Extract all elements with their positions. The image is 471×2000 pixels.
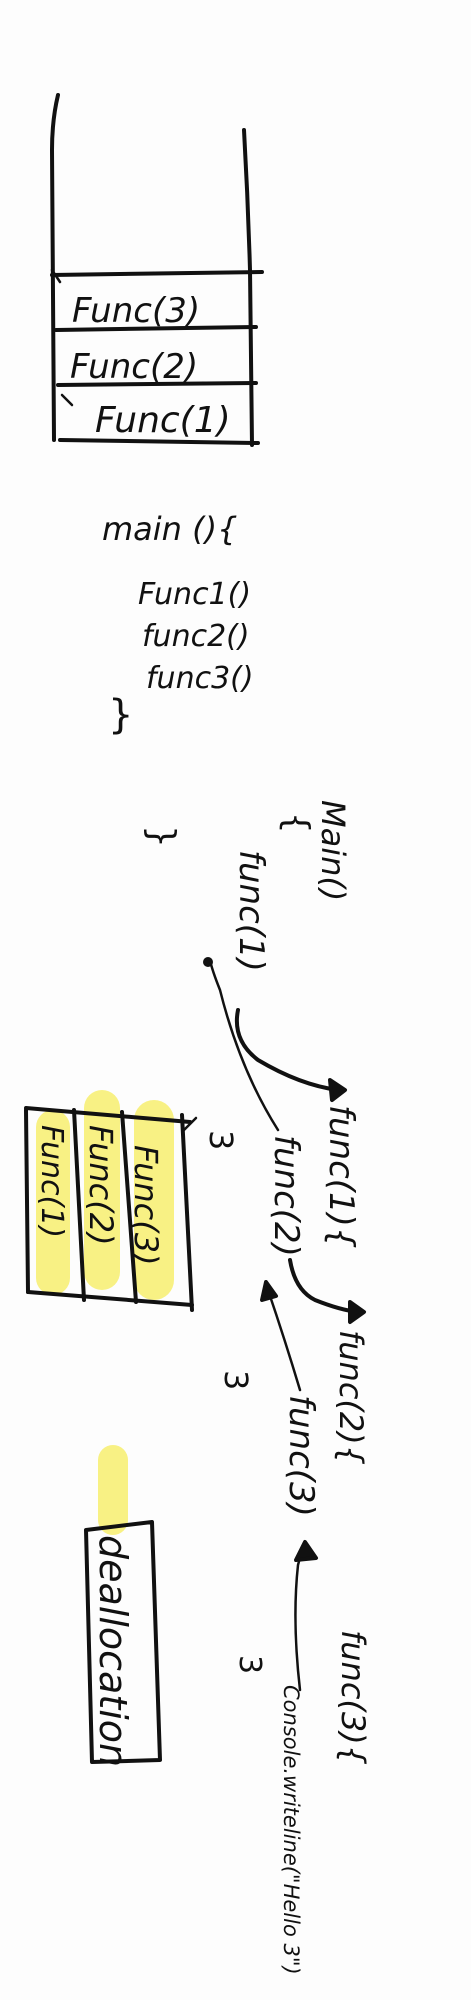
func1-header: func(1){ bbox=[321, 1105, 361, 1249]
highlight-func1 bbox=[36, 1110, 70, 1295]
main-function-close: } bbox=[108, 692, 133, 738]
highlight-func3 bbox=[134, 1100, 174, 1300]
main-header-rotated: Main() bbox=[314, 800, 352, 901]
stack-frame-label: Func(1) bbox=[95, 400, 231, 441]
deallocation-box bbox=[84, 1520, 162, 1764]
func2-header: func(2){ bbox=[332, 1330, 370, 1465]
stack-tick-2 bbox=[60, 393, 74, 407]
stack-divider-3 bbox=[56, 381, 258, 387]
call-arrowhead-1 bbox=[328, 1078, 347, 1102]
func3-close: 3 bbox=[232, 1655, 267, 1674]
deallocation-label: deallocation bbox=[91, 1535, 135, 1767]
stack-top-tick bbox=[182, 1116, 198, 1132]
stack-right-wall bbox=[242, 128, 254, 447]
func1-close: 3 bbox=[202, 1130, 240, 1150]
stack-outer-left bbox=[24, 1108, 30, 1294]
stack-bottom bbox=[58, 438, 260, 445]
stack-outer-bottom bbox=[26, 1290, 194, 1307]
return-arrow-1 bbox=[208, 958, 280, 1132]
main-call-line: func3() bbox=[146, 661, 254, 696]
return-arrow-2 bbox=[266, 1288, 302, 1392]
stack-divider-2 bbox=[54, 325, 258, 332]
main-code-snippet: main (){ Func1() func2() func3() } bbox=[102, 510, 254, 738]
return-arrowhead-2 bbox=[260, 1280, 278, 1302]
return-arrowhead-3 bbox=[294, 1540, 318, 1562]
stack-frame-label-rotated: Func(1) bbox=[34, 1125, 69, 1238]
stack-divider-1 bbox=[50, 270, 264, 277]
deallocation-callout: deallocation bbox=[84, 1445, 162, 1767]
return-arrow-3 bbox=[294, 1546, 307, 1692]
main-close-brace: } bbox=[141, 825, 182, 848]
stack-diagram-top: Func(3) Func(2) Func(1) bbox=[50, 93, 264, 447]
stack-outer-top bbox=[24, 1106, 192, 1124]
highlight-deallocation bbox=[98, 1445, 128, 1535]
func3-body: Console.writeline("Hello 3") bbox=[279, 1685, 303, 1975]
main-call-func1: func(1) bbox=[231, 850, 271, 972]
highlight-func2 bbox=[84, 1090, 120, 1290]
stack-tick-1 bbox=[50, 268, 62, 284]
stack-diagram-rotated: Func(1) Func(2) Func(3) bbox=[24, 1090, 198, 1312]
main-open-brace: { bbox=[276, 812, 316, 834]
stack-frame-label-rotated: Func(2) bbox=[82, 1125, 120, 1246]
main-call-line: Func1() bbox=[138, 577, 251, 612]
stack-frame-label: Func(3) bbox=[72, 291, 200, 331]
stack-frame-label: Func(2) bbox=[70, 347, 198, 387]
call-arrow-2 bbox=[288, 1258, 360, 1314]
stack-frame-label-rotated: Func(3) bbox=[127, 1145, 165, 1266]
main-call-line: func2() bbox=[142, 619, 250, 654]
func1-call-func2: func(2) bbox=[266, 1135, 306, 1257]
func3-header: func(3){ bbox=[334, 1630, 372, 1765]
stack-inner-divider-2 bbox=[120, 1110, 138, 1304]
func2-close: 3 bbox=[217, 1370, 255, 1390]
stack-left-wall bbox=[50, 93, 60, 442]
func2-call-func3: func(3) bbox=[281, 1395, 321, 1517]
return-arrowhead-1 bbox=[203, 957, 213, 967]
call-arrow-1 bbox=[235, 1008, 340, 1092]
main-function-header: main (){ bbox=[102, 510, 237, 548]
call-arrowhead-2 bbox=[348, 1300, 366, 1324]
stack-inner-divider-1 bbox=[72, 1108, 86, 1302]
stack-outer-right bbox=[180, 1113, 194, 1312]
rotated-call-chain: Main() { func(1) } func(1){ func(2) 3 fu… bbox=[141, 800, 372, 1975]
